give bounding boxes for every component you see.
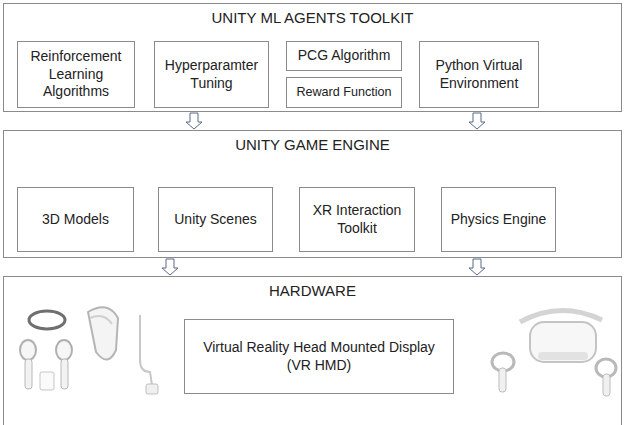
component-box: Unity Scenes xyxy=(158,187,273,252)
component-box: Reward Function xyxy=(286,77,402,108)
layer-title: HARDWARE xyxy=(4,282,621,299)
layer-band: UNITY GAME ENGINE 3D Models Unity Scenes XR… xyxy=(3,130,622,258)
component-label: Reinforcement Learning Algorithms xyxy=(24,48,128,101)
component-box: Physics Engine xyxy=(441,187,556,252)
component-box: Virtual Reality Head Mounted Display (VR… xyxy=(184,319,454,394)
component-box: XR Interaction Toolkit xyxy=(299,187,415,252)
vr-headset-photo xyxy=(492,310,616,396)
component-box: 3D Models xyxy=(17,187,134,252)
component-label: Physics Engine xyxy=(451,211,547,229)
component-box: Hyperparamter Tuning xyxy=(154,41,269,108)
component-label: Python Virtual Environment xyxy=(426,57,532,92)
component-label: PCG Algorithm xyxy=(298,47,391,65)
component-label: Unity Scenes xyxy=(174,211,256,229)
component-box: Python Virtual Environment xyxy=(419,41,539,108)
layer-band: HARDWARE Virtual Reality Head Mounted Dis… xyxy=(3,276,622,425)
layer-band: UNITY ML AGENTS TOOLKIT Reinforcement Lea… xyxy=(3,3,622,112)
component-label: 3D Models xyxy=(42,211,109,229)
layer-title: UNITY GAME ENGINE xyxy=(4,136,621,153)
component-box: Reinforcement Learning Algorithms xyxy=(17,41,135,108)
component-label: Hyperparamter Tuning xyxy=(161,57,262,92)
headset-parts-photo xyxy=(20,307,158,394)
component-label: Virtual Reality Head Mounted Display (VR… xyxy=(191,339,447,374)
component-label: XR Interaction Toolkit xyxy=(306,202,408,237)
component-label: Reward Function xyxy=(296,85,391,101)
component-box: PCG Algorithm xyxy=(286,41,402,71)
hollow-arrow xyxy=(186,113,202,129)
hollow-arrow xyxy=(469,113,485,129)
layer-title: UNITY ML AGENTS TOOLKIT xyxy=(4,9,621,26)
hollow-arrow xyxy=(469,259,485,275)
hollow-arrow xyxy=(162,259,178,275)
